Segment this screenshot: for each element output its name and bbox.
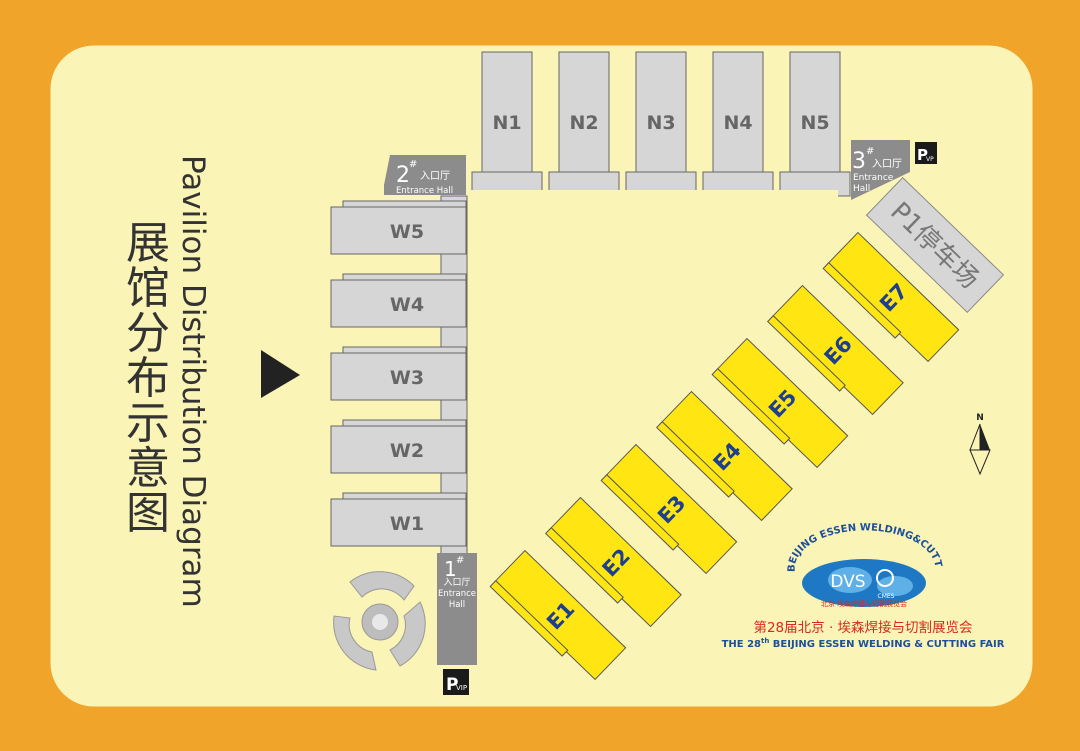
hall-label: N2: [569, 112, 598, 134]
entrance-2-en: Entrance Hall: [396, 186, 453, 196]
title-cn-char: 图: [126, 488, 170, 539]
entrance-3-en1: Entrance: [853, 173, 894, 183]
vip-parking-3[interactable]: P VP: [915, 142, 937, 164]
hall-n5[interactable]: N5: [779, 51, 851, 197]
hall-e4[interactable]: E4: [655, 390, 793, 525]
hall-label: W3: [390, 367, 424, 389]
hall-n1[interactable]: N1: [471, 51, 543, 197]
logo-dvs: DVS: [830, 572, 865, 592]
entrance-1-hash: #: [456, 555, 464, 566]
hall-w4[interactable]: W4: [330, 273, 467, 328]
compass-n: N: [976, 413, 984, 423]
title-cn-char: 展: [126, 218, 170, 269]
hall-label: W2: [390, 440, 424, 462]
hall-label: W4: [390, 294, 424, 316]
entrance-1-en1: Entrance: [438, 589, 476, 599]
hall-n4[interactable]: N4: [702, 51, 774, 197]
hall-label: N1: [492, 112, 521, 134]
entrance-2-number: 2: [396, 163, 410, 188]
hall-label: W5: [390, 221, 424, 243]
title-english: Pavilion Distribution Diagram: [175, 155, 211, 608]
hall-e7[interactable]: E7: [822, 231, 960, 366]
entrance-3-number: 3: [852, 149, 866, 174]
entrance-2[interactable]: 2 # 入口厅 Entrance Hall: [384, 155, 466, 196]
north-halls: N1 N2 N3 N4 N5: [466, 51, 851, 198]
hall-e3[interactable]: E3: [600, 443, 738, 578]
vip-p: P: [917, 146, 928, 164]
entrance-2-cn: 入口厅: [420, 171, 450, 182]
hall-w1[interactable]: W1: [330, 492, 467, 547]
entrance-3-cn: 入口厅: [872, 159, 902, 170]
hall-n2[interactable]: N2: [548, 51, 620, 197]
title-cn-char: 分: [126, 308, 170, 359]
entrance-1-number: 1: [444, 557, 457, 581]
entrance-3-en2: Hall: [853, 184, 870, 194]
entrance-3-hash: #: [866, 146, 874, 157]
title-cn-char: 意: [126, 443, 170, 494]
hall-e2[interactable]: E2: [544, 496, 682, 631]
vip-vp: VP: [926, 156, 934, 163]
hall-label: N4: [723, 112, 752, 134]
hall-w3[interactable]: W3: [330, 346, 467, 401]
title-english-text: Pavilion Distribution Diagram: [175, 155, 211, 608]
roundabout-icon: [333, 571, 426, 671]
logo-cmes: CMES: [878, 593, 895, 600]
hall-w2[interactable]: W2: [330, 419, 467, 474]
vip-parking-1[interactable]: P VIP: [443, 669, 469, 695]
entrance-1-en2: Hall: [449, 600, 465, 610]
entrance-2-hash: #: [409, 159, 417, 170]
map-ground: [49, 44, 1034, 708]
hall-e5[interactable]: E5: [711, 337, 849, 472]
entrance-1-cn: 入口厅: [443, 577, 470, 588]
title-cn-char: 布: [126, 353, 170, 404]
hall-w5[interactable]: W5: [330, 200, 467, 255]
hall-label: N3: [646, 112, 675, 134]
compass-icon: N: [969, 413, 991, 476]
logo-small-cn: 北京·埃森焊接与切割展览会: [821, 599, 907, 608]
entrance-1[interactable]: 1 # 入口厅 Entrance Hall: [437, 553, 477, 665]
entrance-3[interactable]: 3 # 入口厅 Entrance Hall: [851, 140, 910, 200]
fair-title-en: THE 28th BEIJING ESSEN WELDING & CUTTING…: [722, 637, 1005, 650]
hall-e6[interactable]: E6: [766, 284, 904, 419]
title-cn-char: 示: [126, 398, 170, 449]
title-cn-char: 馆: [126, 263, 170, 314]
hall-e1[interactable]: E1: [489, 549, 627, 684]
vip-vip: VIP: [456, 684, 467, 692]
fair-title-cn: 第28届北京 · 埃森焊接与切割展览会: [753, 619, 972, 636]
hall-label: W1: [390, 513, 424, 535]
hall-n3[interactable]: N3: [625, 51, 697, 197]
vip-p: P: [446, 675, 458, 695]
hall-label: N5: [800, 112, 829, 134]
arrow-right-icon: [261, 350, 300, 398]
